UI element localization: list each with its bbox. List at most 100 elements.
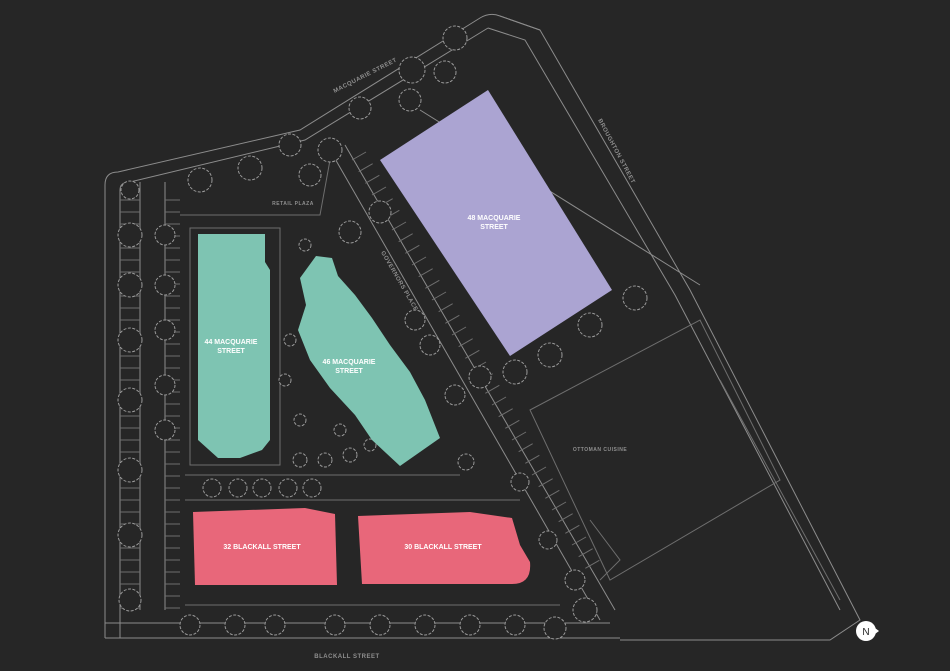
tree-icon: [117, 327, 143, 353]
parking-bay-line: [511, 431, 527, 441]
tree-icon: [302, 478, 322, 498]
tree-icon: [298, 238, 312, 252]
parking-bay-line: [578, 548, 593, 558]
tree-icon: [117, 222, 143, 248]
tree-icon: [342, 447, 358, 463]
tree-icon: [398, 56, 426, 84]
building-46-macquarie[interactable]: 46 MACQUARIE STREET: [298, 256, 440, 466]
parking-bay-line: [571, 536, 587, 546]
tree-icon: [278, 478, 298, 498]
parking-bay-line: [431, 291, 447, 301]
parking-bay-line: [425, 279, 440, 289]
tree-icon: [538, 530, 558, 550]
svg-text:N: N: [862, 627, 869, 638]
parking-bay-line: [551, 501, 567, 511]
tree-icon: [510, 472, 530, 492]
tree-icon: [564, 569, 586, 591]
building-label: 32 BLACKALL STREET: [223, 544, 301, 551]
tree-icon: [502, 359, 528, 385]
building-label: STREET: [217, 348, 245, 355]
tree-icon: [187, 167, 213, 193]
building-label: 44 MACQUARIE: [205, 339, 258, 346]
building-32-blackall[interactable]: 32 BLACKALL STREET: [193, 508, 337, 585]
parking-bay-line: [351, 151, 367, 161]
parking-bay-line: [445, 314, 460, 324]
tree-icon: [117, 272, 143, 298]
tree-icon: [459, 614, 481, 636]
tree-icon: [252, 478, 272, 498]
tree-icon: [504, 614, 526, 636]
building-48-macquarie[interactable]: 48 MACQUARIE STREET: [380, 90, 612, 356]
parking-bay-line: [525, 454, 540, 464]
parking-bay-line: [498, 408, 513, 418]
parking-bay-line: [438, 303, 453, 313]
tree-icon: [537, 342, 563, 368]
tree-icon: [120, 180, 140, 200]
parking-bay-line: [371, 186, 387, 196]
tree-icon: [433, 60, 457, 84]
tree-icon: [292, 452, 308, 468]
building-label: STREET: [480, 224, 508, 231]
parking-bay-line: [538, 478, 553, 488]
trees: [117, 25, 648, 640]
parking-bay-line: [451, 326, 467, 336]
building-44-macquarie[interactable]: 44 MACQUARIE STREET: [198, 234, 270, 458]
tree-icon: [338, 220, 362, 244]
building-label: STREET: [335, 368, 363, 375]
tree-icon: [622, 285, 648, 311]
parking-bay-line: [485, 384, 500, 394]
tree-icon: [293, 413, 307, 427]
parking-bay-line: [518, 443, 533, 453]
tree-icon: [179, 614, 201, 636]
tree-icon: [283, 333, 297, 347]
label-retail-plaza: RETAIL PLAZA: [272, 201, 314, 207]
tree-icon: [154, 419, 176, 441]
tree-icon: [368, 200, 392, 224]
tree-icon: [154, 274, 176, 296]
parking-bay-line: [465, 349, 480, 359]
parking-bay-line: [545, 489, 560, 499]
road-outlines: [104, 13, 861, 641]
building-label: 30 BLACKALL STREET: [404, 544, 482, 551]
tree-icon: [457, 453, 475, 471]
tree-icon: [278, 373, 292, 387]
building-30-blackall[interactable]: 30 BLACKALL STREET: [358, 512, 531, 584]
tree-icon: [324, 614, 346, 636]
tree-icon: [237, 155, 263, 181]
tree-icon: [154, 224, 176, 246]
street-label-governors-place: GOVERNORS PLACE: [379, 250, 418, 312]
parking-bay-line: [585, 559, 600, 569]
tree-icon: [348, 96, 372, 120]
parking-bay-line: [505, 419, 520, 429]
tree-icon: [572, 597, 598, 623]
parking-bay-line: [411, 256, 427, 266]
tree-icon: [117, 522, 143, 548]
tree-icon: [317, 452, 333, 468]
tree-icon: [333, 423, 347, 437]
tree-icon: [154, 374, 176, 396]
tree-icon: [398, 88, 422, 112]
parking-bay-line: [405, 244, 420, 254]
tree-icon: [117, 457, 143, 483]
tree-icon: [414, 614, 436, 636]
building-label: 46 MACQUARIE: [323, 359, 376, 366]
parking-bay-line: [418, 268, 433, 278]
tree-icon: [298, 163, 322, 187]
tree-icon: [444, 384, 466, 406]
tree-icon: [264, 614, 286, 636]
tree-icon: [202, 478, 222, 498]
tree-icon: [118, 588, 142, 612]
north-arrow-icon: N: [856, 621, 879, 641]
tree-icon: [224, 614, 246, 636]
tree-icon: [278, 133, 302, 157]
tree-icon: [543, 616, 567, 640]
tree-icon: [369, 614, 391, 636]
tree-icon: [317, 137, 343, 163]
tree-icon: [468, 365, 492, 389]
tree-icon: [154, 319, 176, 341]
tree-icon: [442, 25, 468, 51]
tree-icon: [419, 334, 441, 356]
parking-bay-line: [358, 163, 373, 173]
tree-icon: [363, 438, 377, 452]
